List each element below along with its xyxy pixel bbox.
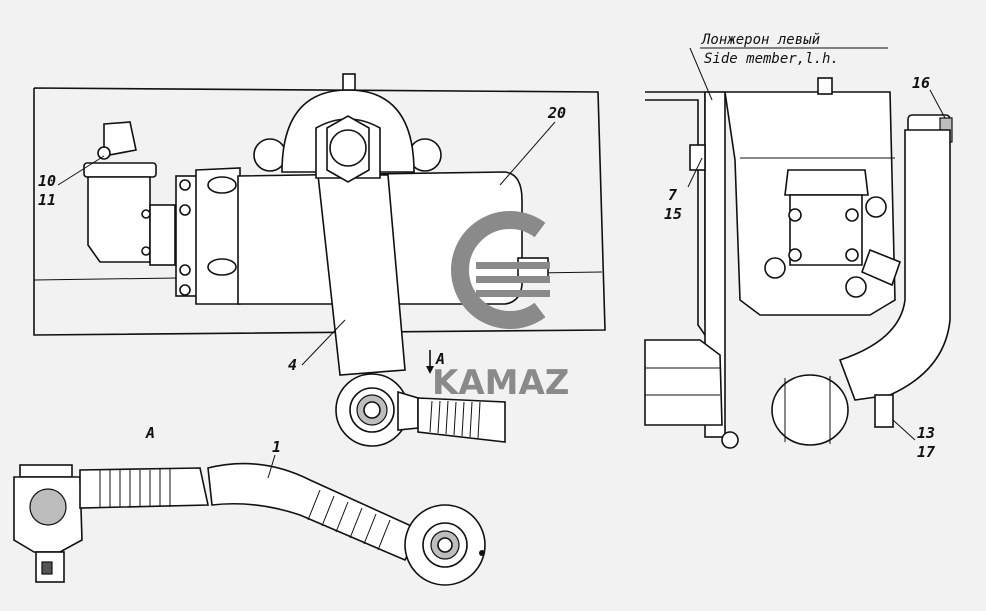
side-member	[644, 91, 739, 449]
callout-11: 11	[38, 191, 56, 209]
callout-7: 7	[668, 186, 677, 204]
view-a-drag-link	[13, 462, 486, 586]
section-mark-label: A	[435, 350, 445, 368]
callout-15: 15	[664, 205, 682, 223]
callout-1: 1	[272, 438, 281, 456]
callout-16: 16	[912, 74, 930, 92]
right-gear-housing	[689, 77, 902, 316]
view-a-title: A	[145, 424, 155, 442]
callout-20: 20	[547, 104, 566, 122]
kamaz-logo-text: KAMAZ	[432, 363, 569, 403]
callout-10: 10	[38, 172, 56, 190]
callout-13: 13	[917, 424, 935, 442]
side-member-label-ru: Лонжерон левый	[701, 32, 820, 48]
control-valve	[83, 121, 176, 266]
section-mark-a: A	[426, 350, 445, 374]
callout-4: 4	[288, 356, 297, 374]
kamaz-logo: KAMAZ	[432, 211, 569, 403]
side-member-label-en: Side member,l.h.	[704, 51, 839, 67]
right-pitman-arm	[771, 114, 953, 446]
callout-17: 17	[917, 443, 935, 461]
leader-lines	[57, 47, 946, 479]
ball-joint-end	[335, 373, 506, 447]
